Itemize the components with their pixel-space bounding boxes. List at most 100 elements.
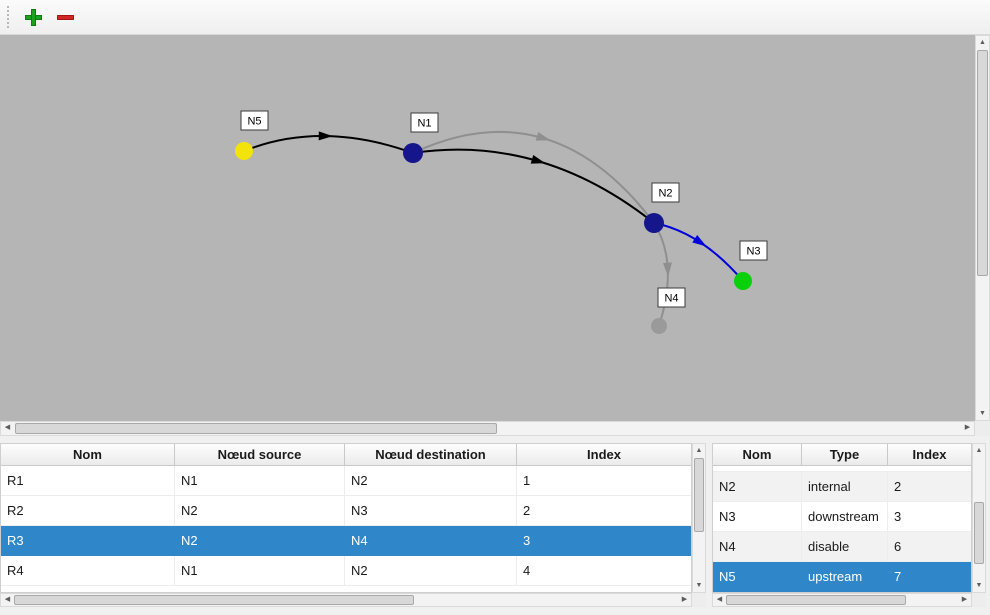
column-header-index[interactable]: Index	[517, 444, 691, 466]
column-header-nom[interactable]: Nom	[713, 444, 802, 466]
table-row[interactable]: N4 disable 6	[713, 532, 971, 562]
column-header-nom[interactable]: Nom	[1, 444, 175, 466]
graph-node-N1[interactable]	[403, 143, 423, 163]
nodes-table-body: N2 internal 2 N3 downstream 3 N4 disable…	[713, 466, 971, 592]
scroll-down-icon[interactable]: ▼	[979, 410, 986, 417]
table-row[interactable]: N5 upstream 7	[713, 562, 971, 592]
graph-node-label-N4: N4	[664, 293, 678, 305]
table-row[interactable]: R4 N1 N2 4	[1, 556, 691, 586]
table-cell: R1	[1, 466, 175, 496]
column-header-index[interactable]: Index	[888, 444, 971, 466]
table-cell: 4	[517, 556, 691, 586]
graph-node-N5[interactable]	[235, 142, 253, 160]
graph-edge-N2-N4[interactable]	[653, 222, 669, 327]
scroll-down-icon[interactable]: ▼	[695, 582, 703, 589]
table-cell: 3	[888, 502, 971, 532]
table-cell: N4	[713, 532, 802, 562]
table-cell: N2	[713, 472, 802, 502]
edge-arrow-icon	[692, 234, 707, 247]
table-cell: 2	[888, 472, 971, 502]
scroll-left-icon[interactable]: ◀	[4, 424, 11, 431]
graph-node-label-box-N2[interactable]	[651, 182, 680, 203]
graph-node-label-N3: N3	[746, 246, 760, 258]
table-cell: 2	[517, 496, 691, 526]
graph-node-N4[interactable]	[651, 318, 667, 334]
edge-arrow-icon	[318, 131, 333, 141]
add-button[interactable]	[19, 3, 47, 31]
table-cell: disable	[802, 532, 888, 562]
edge-arrow-icon	[535, 132, 551, 141]
routes-table-header: Nom Nœud source Nœud destination Index	[1, 444, 691, 466]
table-row[interactable]: R2 N2 N3 2	[1, 496, 691, 526]
table-row[interactable]: N3 downstream 3	[713, 502, 971, 532]
plus-icon	[24, 8, 42, 26]
scroll-right-icon[interactable]: ▶	[681, 596, 688, 603]
graph-node-N3[interactable]	[734, 272, 752, 290]
table-cell: internal	[802, 472, 888, 502]
routes-vscroll-thumb[interactable]	[694, 458, 704, 532]
scroll-up-icon[interactable]: ▲	[695, 447, 703, 454]
graph-node-label-box-N3[interactable]	[739, 240, 768, 261]
table-cell: R3	[1, 526, 175, 556]
graph-node-label-N5: N5	[247, 116, 261, 128]
graph-node-label-box-N4[interactable]	[657, 287, 686, 308]
scroll-right-icon[interactable]: ▶	[961, 596, 968, 603]
table-cell: N1	[175, 556, 345, 586]
nodes-table: Nom Type Index N2 internal 2 N3 downstre…	[712, 443, 972, 593]
graph-edge-N5-N1[interactable]	[243, 135, 414, 154]
scroll-up-icon[interactable]: ▲	[975, 447, 983, 454]
table-cell: N3	[345, 496, 517, 526]
column-header-type[interactable]: Type	[802, 444, 888, 466]
scrollbar-corner	[972, 593, 986, 607]
table-cell: 1	[517, 466, 691, 496]
canvas-hscroll-thumb[interactable]	[15, 423, 497, 434]
edge-arrow-icon	[530, 155, 546, 164]
routes-horizontal-scrollbar[interactable]: ◀ ▶	[0, 593, 692, 607]
table-cell: upstream	[802, 562, 888, 592]
graph-node-label-box-N1[interactable]	[410, 112, 439, 133]
table-row[interactable]: R3 N2 N4 3	[1, 526, 691, 556]
canvas-vertical-scrollbar[interactable]: ▲ ▼	[975, 35, 990, 421]
nodes-hscroll-thumb[interactable]	[726, 595, 906, 605]
table-filler	[1, 586, 691, 592]
nodes-table-header: Nom Type Index	[713, 444, 971, 466]
scroll-up-icon[interactable]: ▲	[979, 39, 986, 46]
routes-vertical-scrollbar[interactable]: ▲ ▼	[692, 443, 706, 593]
table-cell: N4	[345, 526, 517, 556]
table-cell: N1	[175, 466, 345, 496]
scroll-right-icon[interactable]: ▶	[964, 424, 971, 431]
routes-table-body: R1 N1 N2 1 R2 N2 N3 2 R3 N2 N4 3 R4 N1 N…	[1, 466, 691, 592]
table-cell: 6	[888, 532, 971, 562]
scroll-down-icon[interactable]: ▼	[975, 582, 983, 589]
table-row[interactable]: R1 N1 N2 1	[1, 466, 691, 496]
scrollbar-corner	[692, 593, 706, 607]
table-row[interactable]: N2 internal 2	[713, 472, 971, 502]
column-header-noeud-source[interactable]: Nœud source	[175, 444, 345, 466]
graph-edge-N1-N2[interactable]	[412, 130, 655, 224]
scroll-left-icon[interactable]: ◀	[4, 596, 11, 603]
nodes-horizontal-scrollbar[interactable]: ◀ ▶	[712, 593, 972, 607]
canvas-horizontal-scrollbar[interactable]: ◀ ▶	[0, 421, 975, 436]
nodes-vertical-scrollbar[interactable]: ▲ ▼	[972, 443, 986, 593]
graph-node-label-N1: N1	[417, 118, 431, 130]
graph-node-N2[interactable]	[644, 213, 664, 233]
remove-button[interactable]	[51, 3, 79, 31]
graph-node-label-box-N5[interactable]	[240, 110, 269, 131]
minus-icon	[56, 14, 74, 20]
edge-arrow-icon	[662, 262, 672, 277]
column-header-noeud-destination[interactable]: Nœud destination	[345, 444, 517, 466]
canvas-vscroll-thumb[interactable]	[977, 50, 988, 276]
scroll-left-icon[interactable]: ◀	[716, 596, 723, 603]
table-cell: N2	[345, 466, 517, 496]
routes-hscroll-thumb[interactable]	[14, 595, 414, 605]
table-cell: N2	[175, 526, 345, 556]
toolbar	[0, 0, 990, 35]
nodes-vscroll-thumb[interactable]	[974, 502, 984, 564]
table-cell: N2	[175, 496, 345, 526]
table-cell: 7	[888, 562, 971, 592]
table-cell: R2	[1, 496, 175, 526]
toolbar-grip[interactable]	[7, 6, 10, 28]
